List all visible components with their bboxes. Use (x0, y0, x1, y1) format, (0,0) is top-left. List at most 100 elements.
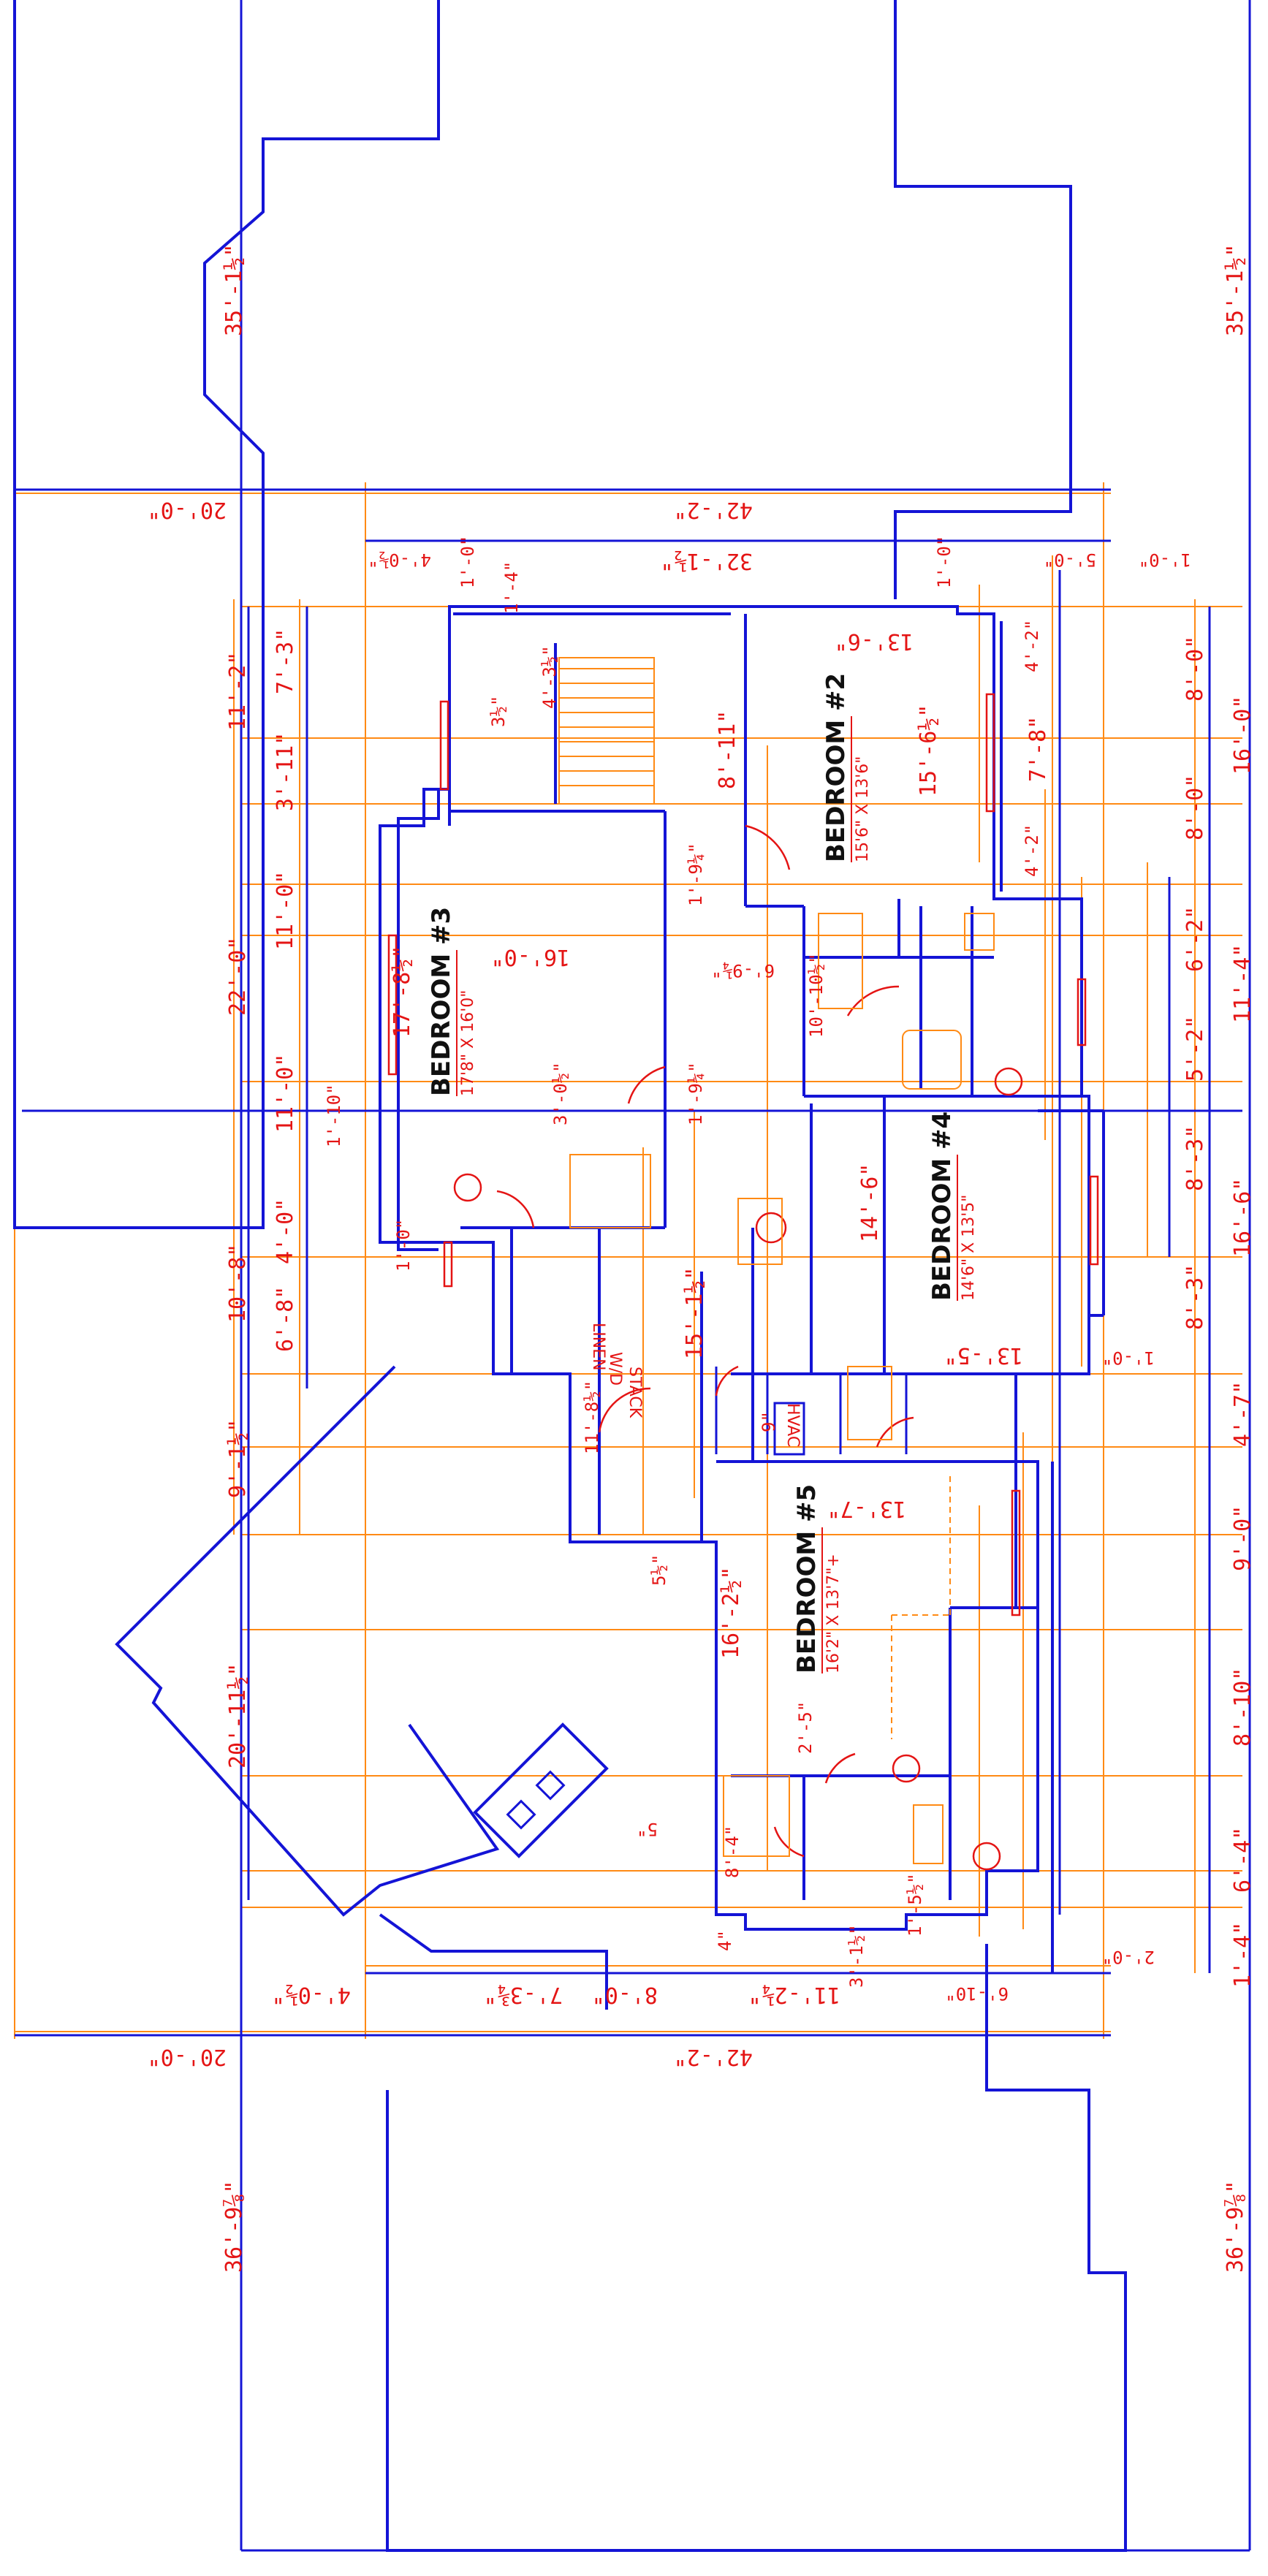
dim-l-20-11: 20'-11½" (225, 1663, 251, 1769)
dim-l-22-0: 22'-0" (225, 937, 251, 1016)
dim-b2-13: 13'-6" (835, 628, 914, 654)
dim-c-3-5: 3½" (488, 696, 509, 727)
dim-top-20: 20'-0" (148, 497, 227, 523)
doors-and-fixtures (453, 824, 1023, 1871)
dim-bot-8: 8'-0" (592, 1982, 658, 2007)
dim-r-16-6: 16'-6" (1230, 1178, 1256, 1257)
dim-c-9: 9" (759, 1411, 779, 1432)
dim-r-8-0a: 8'-0" (1182, 636, 1208, 702)
dim-l-3-11: 3'-11" (273, 732, 298, 811)
dim-bot-20: 20'-0" (148, 2044, 227, 2070)
dim-c-5: 5" (637, 1819, 658, 1839)
dim-l-1-10: 1'-10" (324, 1084, 344, 1147)
dim-c-8-4: 8'-4" (722, 1825, 743, 1878)
dim-left-bottom: 36'-9⅞" (221, 2181, 247, 2273)
dim-c-6-9: 6'-9¼" (711, 960, 775, 981)
dim-b2-15: 15'-6½" (916, 704, 941, 797)
stack-label: STACK (626, 1367, 644, 1418)
bedroom3-size: 17'8" X 16'0" (459, 990, 477, 1096)
dim-c-10-10: 10'-10½" (806, 953, 827, 1038)
bedroom4-size: 14'6" X 13'5" (960, 1195, 978, 1301)
dim-c-11-8: 11'-8½" (582, 1380, 602, 1454)
dim-right-top: 35'-1½" (1223, 244, 1248, 336)
dim-bot-6-10: 6'-10" (945, 1983, 1009, 2004)
wd-label: W/D (606, 1352, 624, 1386)
stair (558, 657, 655, 805)
dim-r-8-3b: 8'-3" (1182, 1264, 1208, 1330)
dimension-texts: 35'-1½" 35'-1½" 36'-9⅞" 36'-9⅞" 20'-0" 4… (148, 244, 1256, 2273)
bedroom2-size: 15'6" X 13'6" (854, 756, 872, 862)
dim-top-32: 32'-1½" (661, 548, 753, 574)
dim-b4-13: 13'-5" (944, 1342, 1023, 1368)
dim-l-6-8: 6'-8" (273, 1286, 298, 1352)
dim-r-8-0b: 8'-0" (1182, 775, 1208, 840)
dim-r-4-7: 4'-7" (1230, 1381, 1256, 1447)
dim-top-1-0c: 1'-0" (1139, 550, 1191, 570)
dim-l-9-1: 9'-1½" (225, 1419, 251, 1498)
dim-r-7-8: 7'-8" (1025, 716, 1051, 782)
building-walls (379, 605, 1105, 1973)
dim-l-7-3: 7'-3" (273, 628, 298, 694)
dim-b5-16: 16'-2½" (718, 1567, 744, 1659)
dim-top-4: 4'-0½" (368, 550, 431, 570)
dim-bot-11: 11'-2¼" (748, 1982, 840, 2007)
dim-l-11-0a: 11'-0" (273, 871, 298, 950)
dim-l-11-2: 11'-2" (225, 652, 251, 731)
dim-l-10-8: 10'-8" (225, 1244, 251, 1323)
dimension-lines (14, 482, 1242, 2039)
dim-r-8-3a: 8'-3" (1182, 1125, 1208, 1191)
dim-c-1-5: 1'-5½" (905, 1873, 925, 1937)
dim-top-5: 5'-0" (1044, 550, 1096, 570)
dim-r-6-4: 6'-4" (1230, 1827, 1256, 1893)
dim-r-5-2: 5'-2" (1182, 1016, 1208, 1082)
dim-bot-2: 2'-0" (1102, 1947, 1155, 1967)
dim-top-1-0: 1'-0" (458, 536, 478, 588)
dim-r-4-2a: 4'-2" (1022, 620, 1042, 672)
dim-b3-16: 16'-0" (491, 944, 570, 970)
bedroom3-name: BEDROOM #3 (427, 907, 456, 1096)
hvac-label: HVAC (783, 1403, 802, 1447)
dim-r-4-2b: 4'-2" (1022, 824, 1042, 877)
site-outline (13, 0, 1127, 2552)
dim-c-3-0: 3'-0½" (550, 1062, 571, 1125)
dim-r-8-10: 8'-10" (1230, 1668, 1256, 1747)
dim-r-1-4: 1'-4" (1230, 1922, 1256, 1988)
bedroom5-name: BEDROOM #5 (792, 1484, 821, 1673)
bedroom4-name: BEDROOM #4 (927, 1112, 957, 1301)
dim-c-1-9b: 1'-9¼" (686, 1062, 706, 1125)
dim-r-1-0: 1'-0" (1102, 1348, 1155, 1368)
dim-l-1-0: 1'-0" (393, 1219, 414, 1272)
dim-top-42: 42'-2" (674, 497, 753, 523)
dim-bot-7: 7'-3¾" (484, 1982, 563, 2007)
dim-r-11-4: 11'-4" (1230, 944, 1256, 1023)
dimension-rails (15, 0, 1251, 2552)
dim-c-2-5: 2'-5" (795, 1701, 816, 1754)
dim-right-bottom: 36'-9⅞" (1223, 2181, 1248, 2273)
dim-b3-17: 17'-8½" (390, 946, 415, 1038)
dim-top-1-0b: 1'-0" (934, 536, 954, 588)
dim-c-4: 4" (715, 1930, 735, 1951)
dim-r-16-0: 16'-0" (1230, 696, 1256, 775)
dim-r-9-0: 9'-0" (1230, 1505, 1256, 1571)
room-labels: BEDROOM #2 15'6" X 13'6" BEDROOM #3 17'8… (427, 673, 978, 1673)
dim-b4-14: 14'-6" (857, 1163, 883, 1242)
dim-c-5-1: 5½" (649, 1554, 669, 1586)
bedroom2-name: BEDROOM #2 (821, 673, 851, 862)
bedroom5-size: 16'2" X 13'7"+ (824, 1554, 843, 1673)
windows (387, 693, 1099, 1616)
dim-bot-42: 42'-2" (674, 2044, 753, 2070)
dim-c-15-1: 15'-1½" (682, 1267, 707, 1359)
dim-c-3-1: 3'-1½" (846, 1924, 867, 1988)
dim-left-top: 35'-1½" (221, 244, 247, 336)
dim-r-6-2: 6'-2" (1182, 906, 1208, 972)
dim-b5-13: 13'-7" (827, 1496, 906, 1521)
dim-l-4-0: 4'-0" (273, 1198, 298, 1264)
dim-c-1-9a: 1'-9¼" (686, 843, 706, 906)
dim-c-4-3: 4'-3½" (539, 645, 560, 709)
linen-label: LINEN (589, 1323, 607, 1371)
dim-l-11-0b: 11'-0" (273, 1054, 298, 1133)
dim-bot-4: 4'-0½" (272, 1982, 351, 2007)
dim-c-8-11: 8'-11" (715, 710, 740, 789)
dim-top-1-4: 1'-4" (501, 561, 522, 614)
